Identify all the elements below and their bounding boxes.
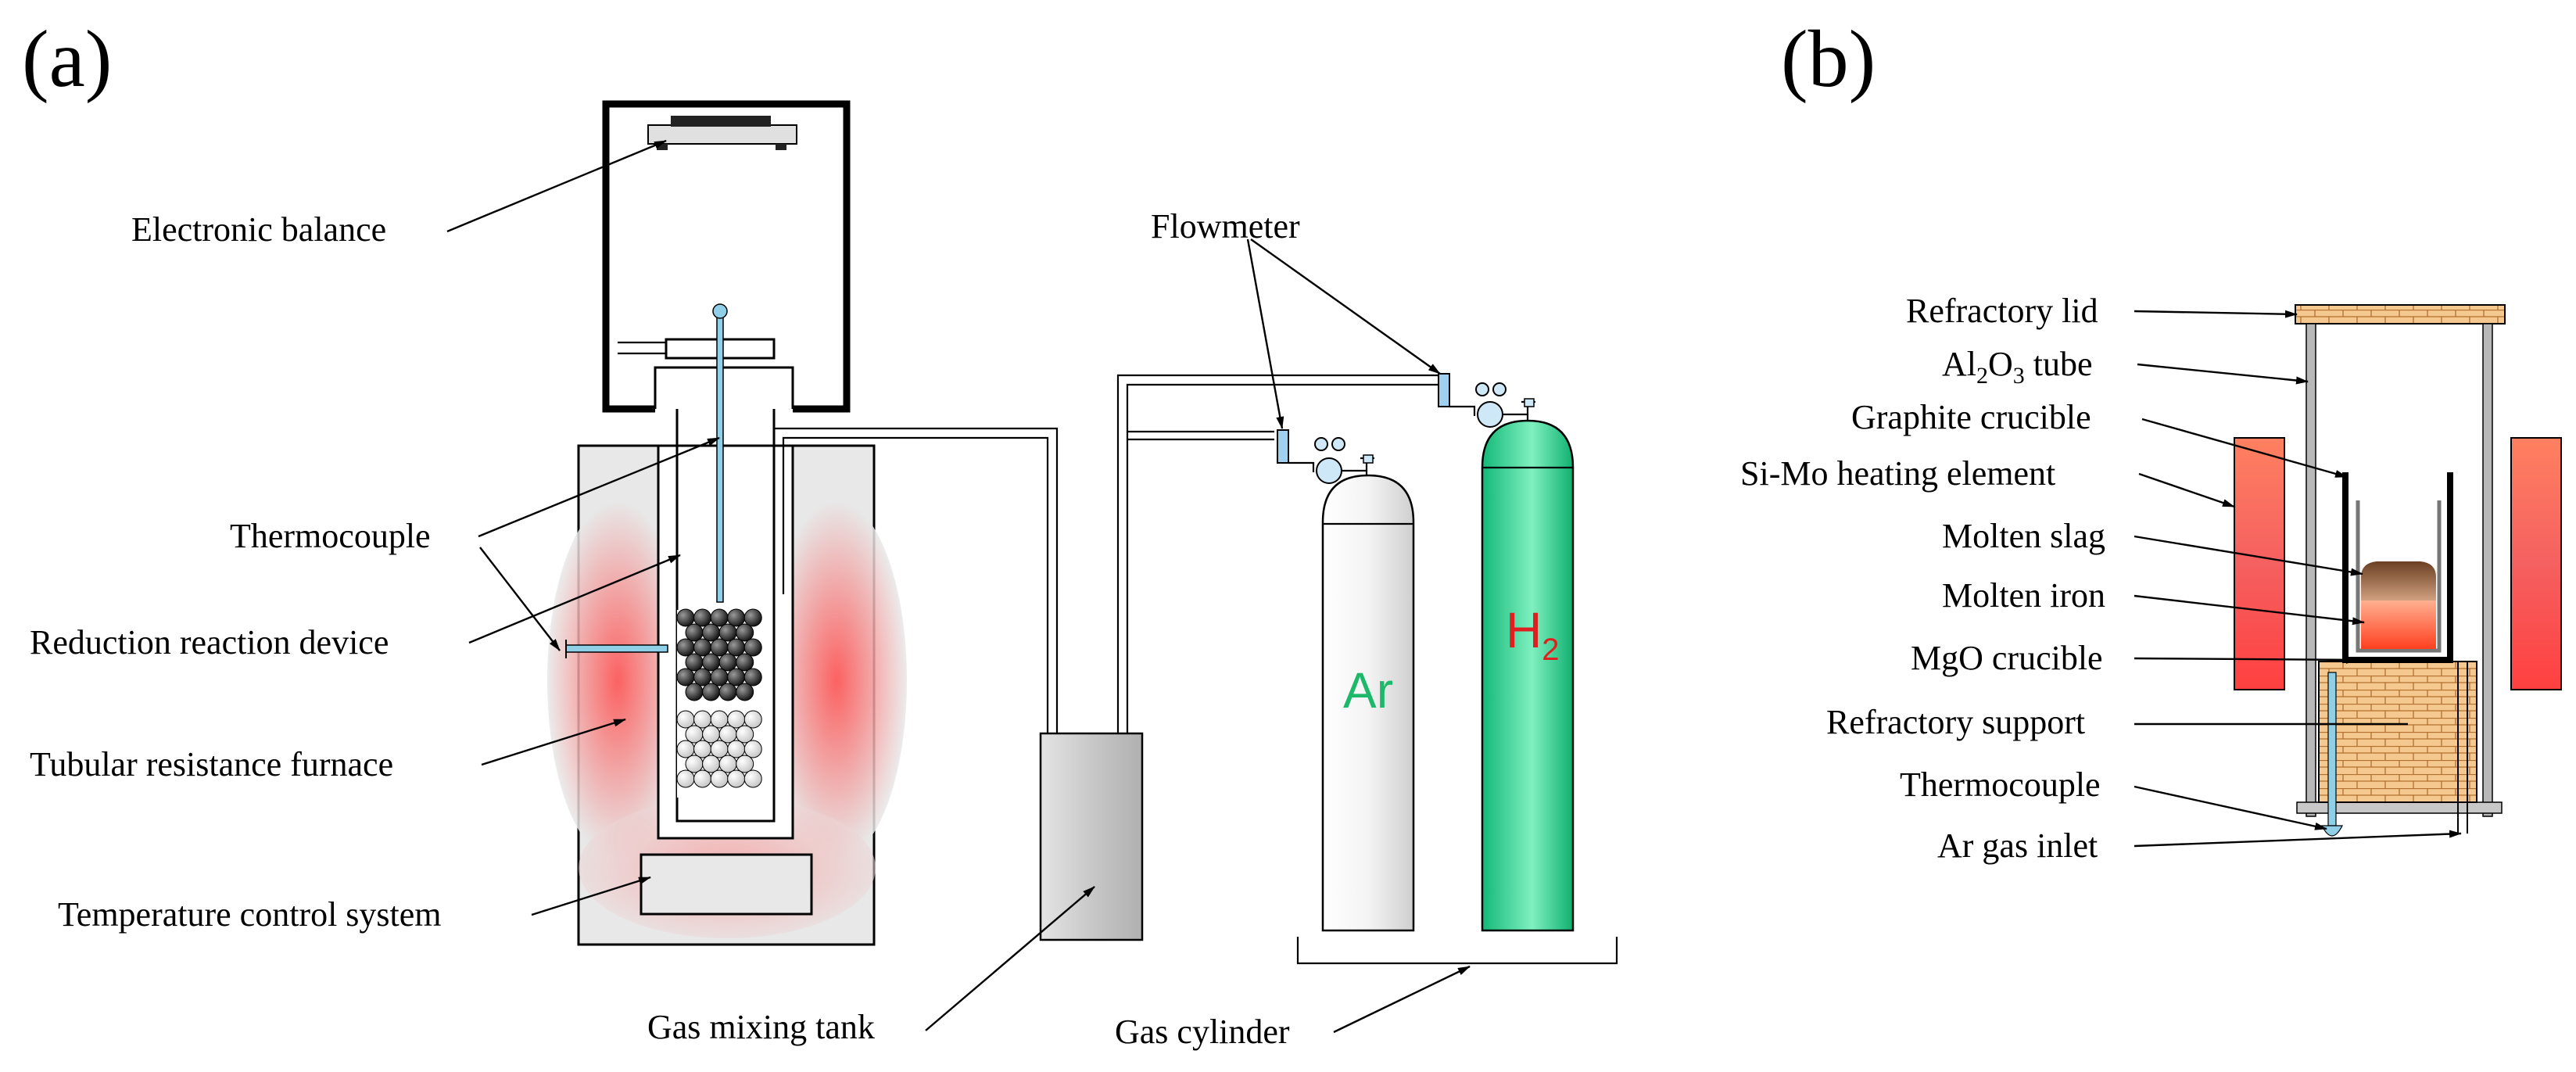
pellet bbox=[685, 653, 704, 672]
label-thermocouple-b: Thermocouple bbox=[1900, 765, 2101, 804]
refractory-lid bbox=[2295, 304, 2506, 324]
label-temperature-control-system: Temperature control system bbox=[58, 895, 442, 934]
graphite-crucible bbox=[2342, 472, 2453, 663]
pellet bbox=[736, 755, 754, 773]
pellet bbox=[693, 710, 712, 729]
panel-b-label: (b) bbox=[1781, 14, 1876, 104]
thermocouple-vertical bbox=[712, 303, 728, 603]
panel-b-leader-lines bbox=[2134, 310, 2462, 848]
molten-iron bbox=[2361, 601, 2436, 649]
pellet bbox=[693, 668, 712, 687]
label-electronic-balance: Electronic balance bbox=[131, 210, 386, 249]
pellet bbox=[693, 608, 712, 627]
pellet bbox=[702, 755, 721, 773]
pellet bbox=[685, 683, 704, 701]
label-gas-mixing-tank: Gas mixing tank bbox=[647, 1008, 875, 1046]
pellet bbox=[693, 638, 712, 657]
label-al2o3-tube: Al2O3 tube bbox=[1942, 345, 2093, 389]
pellet bbox=[743, 608, 762, 627]
pellet bbox=[676, 608, 695, 627]
pellet bbox=[702, 683, 721, 701]
pellet bbox=[743, 740, 762, 758]
refractory-support bbox=[2318, 661, 2477, 803]
label-reduction-reaction-device: Reduction reaction device bbox=[30, 623, 389, 661]
label-graphite-crucible: Graphite crucible bbox=[1851, 398, 2091, 436]
argon-cylinder bbox=[1321, 474, 1415, 932]
pellet bbox=[676, 710, 695, 729]
pellet bbox=[676, 638, 695, 657]
hydrogen-cylinder bbox=[1481, 419, 1575, 932]
hydrogen-cylinder-label: H2 bbox=[1506, 602, 1559, 667]
pellet bbox=[727, 710, 746, 729]
sample-pellets bbox=[676, 608, 762, 788]
pellet bbox=[718, 683, 737, 701]
pellet bbox=[727, 769, 746, 788]
base-plate bbox=[2296, 801, 2503, 814]
pellet bbox=[702, 725, 721, 744]
pellet bbox=[710, 710, 729, 729]
pellet bbox=[710, 608, 729, 627]
label-flowmeter: Flowmeter bbox=[1151, 207, 1300, 246]
pellet bbox=[702, 653, 721, 672]
pellet bbox=[736, 653, 754, 672]
thermocouple-horizontal bbox=[565, 640, 668, 658]
gas-pipe-to-furnace bbox=[772, 427, 1059, 726]
al2o3-tube-right bbox=[2482, 323, 2493, 817]
pellet bbox=[736, 725, 754, 744]
molten-slag bbox=[2361, 561, 2436, 601]
ar-gas-inlet-pipe bbox=[2457, 661, 2468, 834]
gas-cylinder-bracket bbox=[1296, 937, 1618, 965]
label-si-mo-heating-element: Si-Mo heating element bbox=[1740, 454, 2055, 493]
pellet bbox=[718, 653, 737, 672]
pellet bbox=[727, 668, 746, 687]
pellet bbox=[736, 683, 754, 701]
pellet bbox=[743, 668, 762, 687]
label-molten-iron: Molten iron bbox=[1942, 576, 2105, 615]
pellet bbox=[676, 769, 695, 788]
pellet bbox=[727, 740, 746, 758]
flowmeter-hydrogen bbox=[1438, 373, 1535, 428]
gas-pipes-to-cylinders bbox=[1116, 374, 1448, 733]
label-ar-gas-inlet: Ar gas inlet bbox=[1937, 826, 2098, 865]
label-thermocouple-a: Thermocouple bbox=[230, 517, 431, 555]
pellet bbox=[693, 740, 712, 758]
label-tubular-resistance-furnace: Tubular resistance furnace bbox=[30, 745, 393, 783]
pellet bbox=[710, 740, 729, 758]
pellet bbox=[685, 623, 704, 642]
electronic-balance-housing bbox=[602, 100, 851, 414]
pellet bbox=[743, 769, 762, 788]
temperature-control-box bbox=[640, 853, 813, 916]
pellet bbox=[710, 769, 729, 788]
label-molten-slag: Molten slag bbox=[1942, 517, 2105, 555]
pellet bbox=[718, 623, 737, 642]
al2o3-tube-left bbox=[2306, 323, 2316, 817]
pellet bbox=[727, 638, 746, 657]
panel-a-leader-lines bbox=[446, 139, 1471, 1034]
label-refractory-support: Refractory support bbox=[1826, 703, 2085, 741]
label-gas-cylinder: Gas cylinder bbox=[1115, 1013, 1290, 1051]
pellet bbox=[676, 668, 695, 687]
pellet bbox=[685, 725, 704, 744]
pellet bbox=[718, 725, 737, 744]
pellet bbox=[718, 755, 737, 773]
pellet bbox=[693, 769, 712, 788]
si-mo-heating-element-left bbox=[2234, 437, 2285, 690]
label-refractory-lid: Refractory lid bbox=[1906, 292, 2098, 330]
argon-cylinder-label: Ar bbox=[1343, 662, 1393, 719]
panel-a-label: (a) bbox=[22, 14, 112, 104]
pellet bbox=[710, 668, 729, 687]
pellet bbox=[702, 623, 721, 642]
flowmeter-argon bbox=[1277, 429, 1374, 484]
pellet bbox=[685, 755, 704, 773]
pellet bbox=[710, 638, 729, 657]
gas-mixing-tank bbox=[1039, 732, 1144, 941]
pellet bbox=[743, 638, 762, 657]
label-mgo-crucible: MgO crucible bbox=[1911, 639, 2103, 677]
pellet bbox=[727, 608, 746, 627]
pellet bbox=[743, 710, 762, 729]
pellet bbox=[676, 740, 695, 758]
pellet bbox=[736, 623, 754, 642]
si-mo-heating-element-right bbox=[2510, 437, 2562, 690]
